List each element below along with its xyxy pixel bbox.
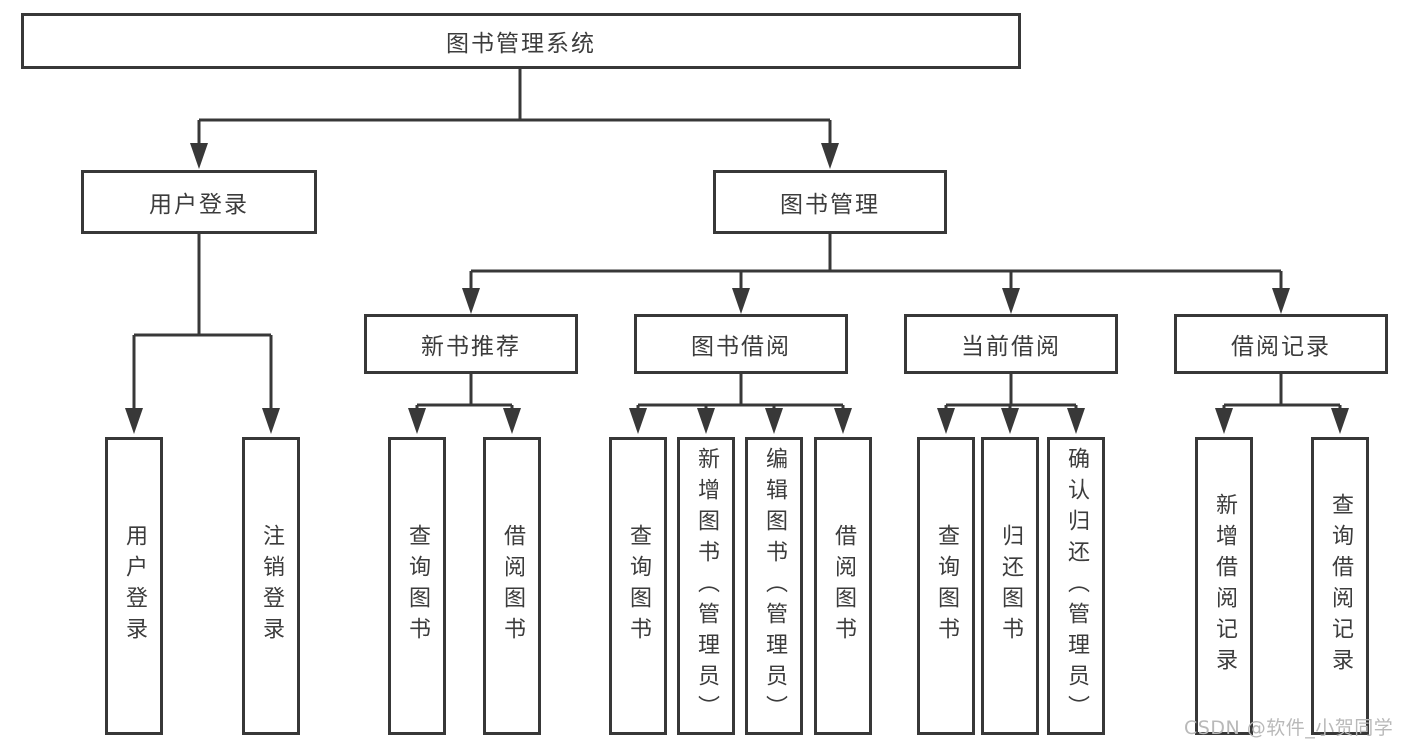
node-label: 查询借阅记录 [1328,493,1353,679]
leaf-query-books-borrow: 查询图书 [609,437,667,735]
node-label: 查询图书 [934,524,959,648]
node-root: 图书管理系统 [21,13,1021,69]
node-label: 图书管理 [780,192,880,218]
node-label: 确认归还（管理员） [1064,446,1089,726]
node-label: 当前借阅 [961,334,1061,360]
leaf-return-books: 归还图书 [981,437,1039,735]
node-label: 借阅图书 [831,524,856,648]
node-label: 编辑图书（管理员） [762,446,787,726]
node-label: 新书推荐 [421,334,521,360]
node-label: 新增图书（管理员） [694,446,719,726]
leaf-user-login: 用户登录 [105,437,163,735]
leaf-confirm-return-admin: 确认归还（管理员） [1047,437,1105,735]
node-new-book-recommend: 新书推荐 [364,314,578,374]
node-book-borrow: 图书借阅 [634,314,848,374]
leaf-logout-login: 注销登录 [242,437,300,735]
node-label: 新增借阅记录 [1212,493,1237,679]
node-current-borrow: 当前借阅 [904,314,1118,374]
node-book-management: 图书管理 [713,170,947,234]
leaf-query-books-current: 查询图书 [917,437,975,735]
node-label: 查询图书 [626,524,651,648]
node-label: 图书借阅 [691,334,791,360]
node-label: 图书管理系统 [446,31,596,57]
leaf-borrow-books-recommend: 借阅图书 [483,437,541,735]
leaf-query-borrow-record: 查询借阅记录 [1311,437,1369,735]
node-borrow-records: 借阅记录 [1174,314,1388,374]
node-label: 借阅记录 [1231,334,1331,360]
node-label: 注销登录 [259,524,284,648]
csdn-watermark: CSDN @软件_小贺同学 [1184,717,1394,739]
leaf-borrow-books: 借阅图书 [814,437,872,735]
leaf-add-borrow-record: 新增借阅记录 [1195,437,1253,735]
node-label: 归还图书 [998,524,1023,648]
node-label: 借阅图书 [500,524,525,648]
node-label: 用户登录 [149,192,249,218]
leaf-query-books-recommend: 查询图书 [388,437,446,735]
node-label: 查询图书 [405,524,430,648]
node-label: 用户登录 [122,524,147,648]
leaf-edit-books-admin: 编辑图书（管理员） [745,437,803,735]
leaf-add-books-admin: 新增图书（管理员） [677,437,735,735]
node-user-login: 用户登录 [81,170,317,234]
